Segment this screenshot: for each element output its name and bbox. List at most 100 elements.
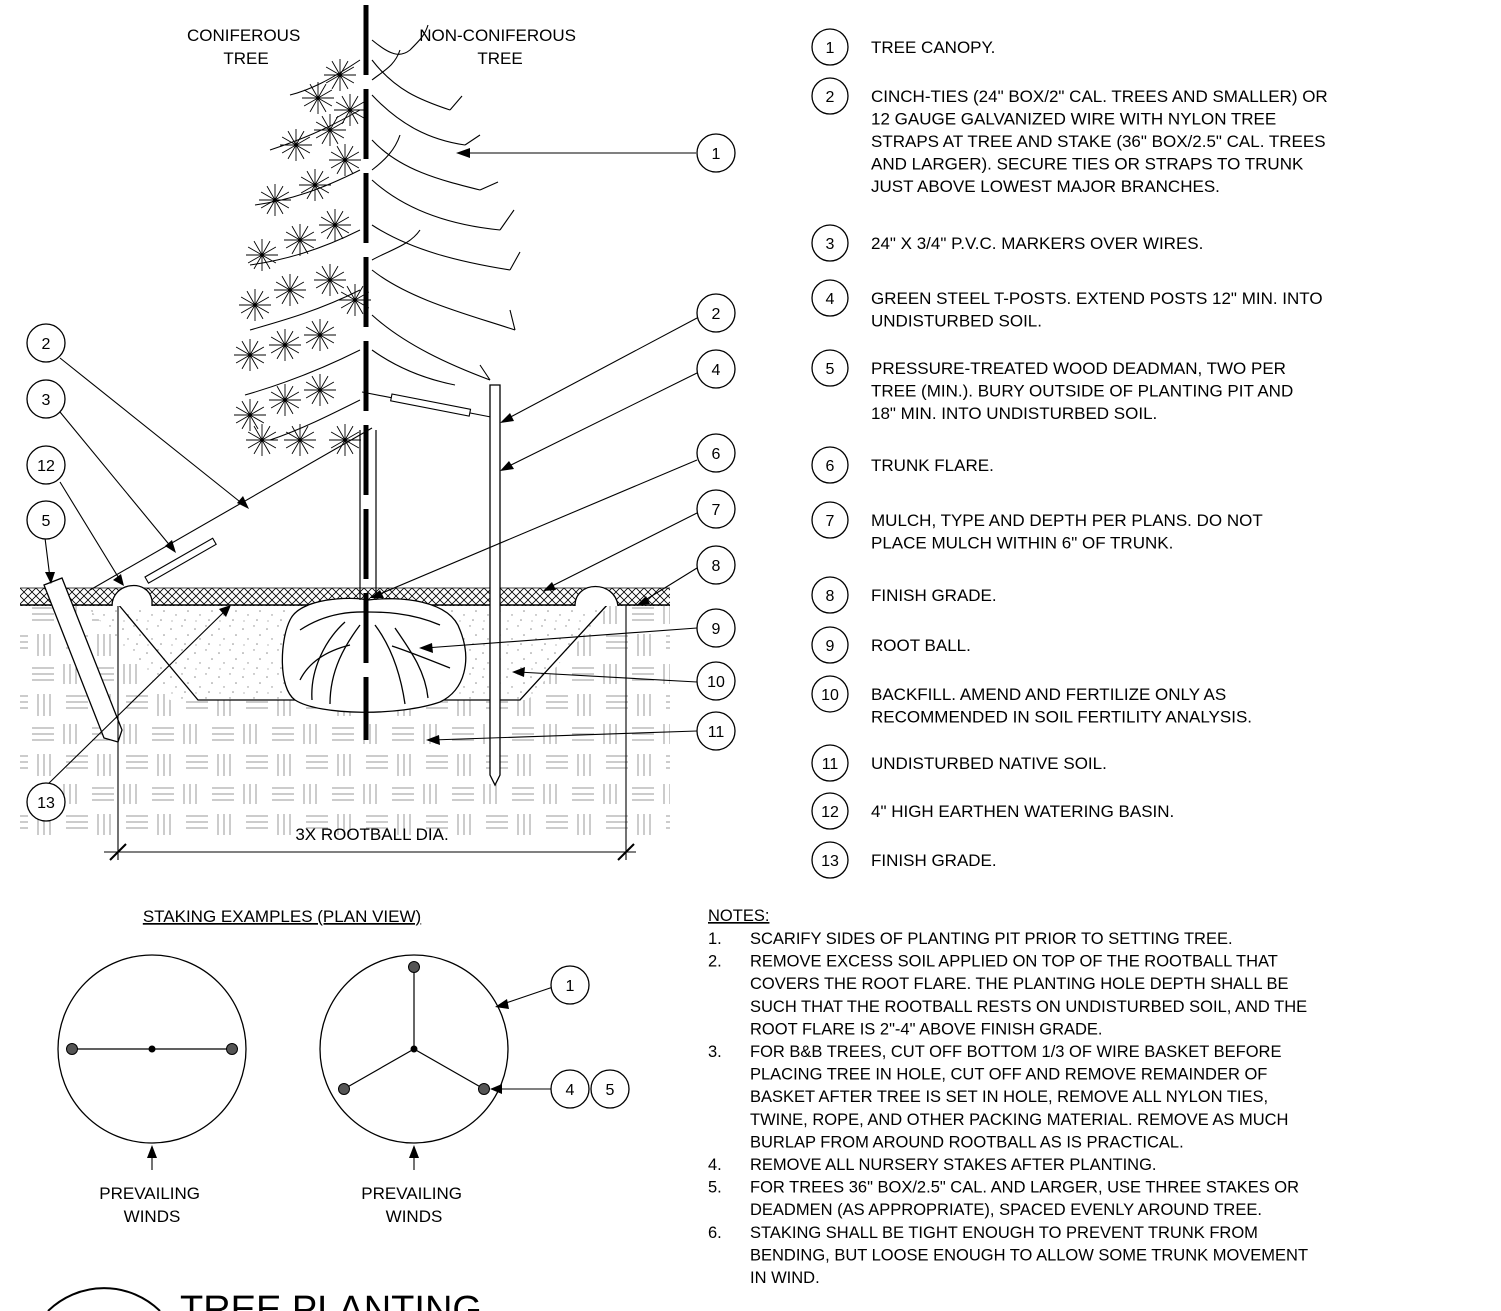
legend-number: 4 (826, 291, 835, 308)
svg-text:12: 12 (37, 458, 55, 475)
legend-number-circle (811, 446, 849, 484)
svg-text:9: 9 (712, 621, 721, 638)
needle-tuft (319, 209, 351, 241)
needle-tuft (246, 424, 278, 456)
needle-tuft (246, 239, 278, 271)
needle-tuft (304, 374, 336, 406)
note-text-line: TWINE, ROPE, AND OTHER PACKING MATERIAL.… (750, 1111, 1288, 1129)
legend-text-line: JUST ABOVE LOWEST MAJOR BRANCHES. (871, 177, 1220, 196)
legend-text-line: 4" HIGH EARTHEN WATERING BASIN. (871, 802, 1174, 821)
note-item: 2.REMOVE EXCESS SOIL APPLIED ON TOP OF T… (708, 953, 1307, 1039)
legend-text-line: 24" X 3/4" P.V.C. MARKERS OVER WIRES. (871, 234, 1203, 253)
note-number: 5. (708, 1179, 722, 1197)
svg-text:6: 6 (712, 446, 721, 463)
legend-text-line: ROOT BALL. (871, 636, 971, 655)
note-text-line: SCARIFY SIDES OF PLANTING PIT PRIOR TO S… (750, 930, 1233, 948)
needle-tuft (234, 339, 266, 371)
callout-circle: 1 (550, 965, 590, 1005)
plan-view-three-stakes (319, 954, 554, 1170)
legend-text-line: PLACE MULCH WITHIN 6" OF TRUNK. (871, 534, 1173, 553)
callout-circle: 5 (590, 1069, 630, 1109)
legend-number-circle (811, 28, 849, 66)
legend-item: 12 4" HIGH EARTHEN WATERING BASIN. (811, 792, 1174, 830)
needle-tuft (324, 59, 356, 91)
needle-tuft (234, 399, 266, 431)
tie-left (89, 427, 373, 591)
needle-tuft (269, 329, 301, 361)
needle-tuft (259, 184, 291, 216)
legend-number: 11 (822, 756, 839, 773)
svg-text:11: 11 (708, 724, 725, 741)
legend-item: 4 GREEN STEEL T-POSTS. EXTEND POSTS 12" M… (811, 279, 1323, 331)
legend-text-line: 18" MIN. INTO UNDISTURBED SOIL. (871, 404, 1157, 423)
coniferous-needle-tufts (234, 59, 371, 456)
callout-circle: 13 (26, 782, 66, 822)
svg-text:1: 1 (712, 146, 721, 163)
coniferous-needles (244, 59, 361, 441)
svg-text:8: 8 (712, 558, 721, 575)
leader-lines (44, 152, 698, 788)
wood-deadman (43, 577, 123, 743)
callout-circle: 2 (26, 323, 66, 363)
notes-heading: NOTES: (708, 907, 769, 925)
plan-view-two-stakes (57, 954, 247, 1170)
callout-circle: 11 (696, 711, 736, 751)
needle-tuft (314, 114, 346, 146)
legend-text-line: UNDISTURBED SOIL. (871, 312, 1042, 331)
note-item: 4.REMOVE ALL NURSERY STAKES AFTER PLANTI… (708, 1156, 1157, 1174)
needle-tuft (334, 94, 366, 126)
legend-number: 10 (821, 687, 839, 704)
needle-tuft (280, 129, 312, 161)
prevailing-winds-label: PREVAILING WINDS (99, 1184, 205, 1226)
note-item: 6. STAKING SHALL BE TIGHT ENOUGH TO PREVE… (708, 1224, 1308, 1287)
svg-text:2: 2 (712, 306, 721, 323)
legend-number-circle (811, 501, 849, 539)
staking-examples-title: STAKING EXAMPLES (PLAN VIEW) (143, 907, 421, 926)
legend-text-line: CINCH-TIES (24" BOX/2" CAL. TREES AND SM… (871, 87, 1328, 106)
legend-number-circle (811, 576, 849, 614)
legend-text-line: UNDISTURBED NATIVE SOIL. (871, 754, 1107, 773)
note-text-line: STAKING SHALL BE TIGHT ENOUGH TO PREVENT… (750, 1224, 1258, 1242)
legend-number: 5 (826, 361, 835, 378)
legend-text-line: GREEN STEEL T-POSTS. EXTEND POSTS 12" MI… (871, 289, 1323, 308)
callout-circle: 8 (696, 545, 736, 585)
legend-number: 7 (826, 513, 835, 530)
svg-text:4: 4 (712, 362, 721, 379)
legend-item: 11 UNDISTURBED NATIVE SOIL. (811, 744, 1107, 782)
callout-circle: 1 (696, 133, 736, 173)
note-text-line: PLACING TREE IN HOLE, CUT OFF AND REMOVE… (750, 1066, 1267, 1084)
callout-circle: 3 (26, 379, 66, 419)
note-number: 1. (708, 930, 722, 948)
note-text-line: FOR TREES 36" BOX/2.5" CAL. AND LARGER, … (750, 1179, 1299, 1197)
legend-text-line: 12 GAUGE GALVANIZED WIRE WITH NYLON TREE (871, 110, 1276, 129)
legend-number-circle (811, 841, 849, 879)
legend-text-line: TREE (MIN.). BURY OUTSIDE OF PLANTING PI… (871, 382, 1293, 401)
needle-tuft (274, 274, 306, 306)
legend-number-circle (811, 349, 849, 387)
legend-number: 8 (826, 588, 835, 605)
detail-title-circle (47, 1287, 161, 1311)
tree-trunk (359, 5, 377, 740)
leader-arrowheads (45, 148, 650, 745)
legend-number: 3 (826, 236, 835, 253)
note-text-line: ROOT FLARE IS 2"-4" ABOVE FINISH GRADE. (750, 1020, 1103, 1038)
mulch-layer (20, 588, 670, 606)
needle-tuft (329, 144, 361, 176)
legend-number: 12 (821, 804, 839, 821)
legend-item: 3 24" X 3/4" P.V.C. MARKERS OVER WIRES. (811, 224, 1203, 262)
needle-tuft (239, 289, 271, 321)
legend-number-circle (811, 77, 849, 115)
legend-text-line: AND LARGER). SECURE TIES OR STRAPS TO TR… (871, 155, 1304, 174)
needle-tuft (314, 264, 346, 296)
dimension-label: 3X ROOTBALL DIA. (295, 825, 448, 844)
note-number: 6. (708, 1224, 722, 1242)
steel-t-post (489, 384, 501, 787)
note-text-line: DEADMEN (AS APPROPRIATE), SPACED EVENLY … (750, 1201, 1262, 1219)
legend-number: 6 (826, 458, 835, 475)
svg-text:10: 10 (707, 674, 725, 691)
